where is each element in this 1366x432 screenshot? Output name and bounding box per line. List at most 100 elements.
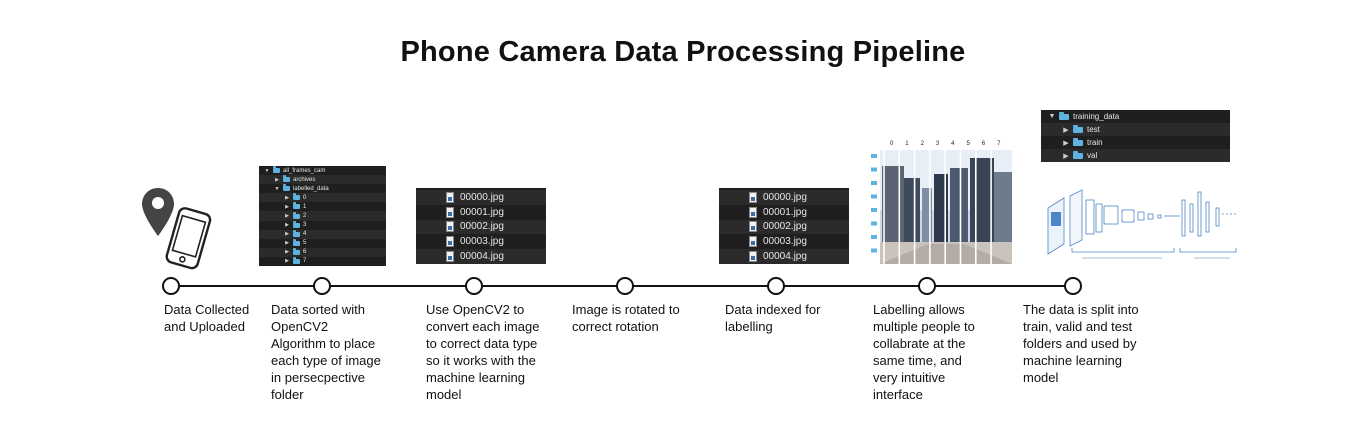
column-label: 5	[966, 141, 970, 147]
file-icon	[749, 191, 757, 203]
column-label: 3	[936, 141, 940, 147]
caption-line: train, valid and test	[1023, 319, 1133, 334]
location-pin-icon	[142, 188, 174, 236]
disclosure-triangle-icon[interactable]: ▶	[1063, 139, 1069, 147]
folder-row[interactable]: ▶ train	[1041, 136, 1230, 149]
folder-icon	[293, 256, 300, 264]
disclosure-triangle-icon[interactable]: ▶	[285, 222, 289, 229]
caption-line: collabrate at the	[873, 336, 966, 351]
caption-line: each type of image	[271, 353, 381, 368]
disclosure-triangle-icon[interactable]: ▶	[285, 258, 289, 265]
folder-row[interactable]: ▼all_frames_cam	[259, 166, 386, 175]
file-icon	[446, 206, 454, 218]
split-folder-tree-panel: ▼training_data▶test▶train▶val	[1041, 110, 1230, 162]
file-row[interactable]: 00001.jpg	[416, 205, 546, 220]
file-icon	[749, 206, 757, 218]
file-row[interactable]: 00004.jpg	[416, 249, 546, 264]
disclosure-triangle-icon[interactable]: ▶	[1063, 152, 1069, 160]
folder-icon	[293, 211, 300, 219]
timeline-node-3	[465, 277, 483, 295]
column-label: 2	[921, 141, 925, 147]
thumbnail-marker[interactable]	[871, 167, 877, 172]
disclosure-triangle-icon[interactable]: ▶	[285, 194, 289, 201]
caption-line: very intuitive	[873, 370, 946, 385]
caption-line: Image is rotated to	[572, 302, 680, 317]
folder-row[interactable]: ▶3	[259, 220, 386, 230]
file-label: 00001.jpg	[460, 206, 504, 218]
folder-label: labelled_data	[293, 185, 329, 192]
file-label: 00002.jpg	[763, 221, 807, 233]
folder-label: 3	[303, 222, 307, 229]
thumbnail-marker[interactable]	[871, 248, 877, 253]
caption-line: Data sorted with	[271, 302, 365, 317]
caption-line: labelling	[725, 319, 773, 334]
disclosure-triangle-icon[interactable]: ▶	[285, 231, 289, 238]
file-row[interactable]: 00004.jpg	[719, 249, 849, 264]
disclosure-triangle-icon[interactable]: ▼	[264, 167, 270, 174]
caption-line: OpenCV2	[271, 319, 329, 334]
folder-row[interactable]: ▶2	[259, 211, 386, 221]
disclosure-triangle-icon[interactable]: ▶	[275, 176, 279, 183]
disclosure-triangle-icon[interactable]: ▶	[285, 203, 289, 210]
thumbnail-marker[interactable]	[871, 154, 877, 158]
file-row[interactable]: 00000.jpg	[416, 190, 546, 205]
file-icon	[446, 191, 454, 203]
folder-row[interactable]: ▼ labelled_data	[259, 184, 386, 193]
caption-line: same time, and	[873, 353, 962, 368]
caption-line: Algorithm to place	[271, 336, 376, 351]
model-architecture-diagram	[1047, 189, 1237, 259]
disclosure-triangle-icon[interactable]: ▶	[285, 213, 289, 220]
folder-row[interactable]: ▶7	[259, 256, 386, 266]
smartphone-icon	[165, 207, 212, 270]
disclosure-triangle-icon[interactable]: ▶	[285, 240, 289, 247]
thumbnail-marker[interactable]	[871, 235, 877, 239]
folder-row[interactable]: ▶0	[259, 193, 386, 203]
folder-icon	[293, 238, 300, 246]
folder-label: archives	[293, 176, 316, 183]
file-row[interactable]: 00003.jpg	[719, 234, 849, 249]
file-label: 00002.jpg	[460, 221, 504, 233]
thumbnail-marker[interactable]	[871, 194, 877, 199]
folder-row[interactable]: ▼training_data	[1041, 110, 1230, 123]
file-label: 00001.jpg	[763, 206, 807, 218]
folder-label: 5	[303, 240, 307, 247]
folder-row[interactable]: ▶1	[259, 202, 386, 211]
file-label: 00004.jpg	[763, 251, 807, 263]
caption-line: model	[426, 387, 462, 402]
timeline-node-7	[1064, 277, 1082, 295]
caption-line: Data indexed for	[725, 302, 821, 317]
disclosure-triangle-icon[interactable]: ▶	[285, 249, 289, 256]
folder-row[interactable]: ▶6	[259, 247, 386, 257]
disclosure-triangle-icon[interactable]: ▶	[1063, 126, 1069, 134]
folder-label: train	[1087, 138, 1103, 147]
folder-row[interactable]: ▶5	[259, 238, 386, 248]
disclosure-triangle-icon[interactable]: ▼	[274, 185, 280, 192]
caption-line: multiple people to	[873, 319, 975, 334]
caption-line: The data is split into	[1023, 302, 1139, 317]
file-row[interactable]: 00000.jpg	[719, 190, 849, 205]
page-title: Phone Camera Data Processing Pipeline	[400, 36, 966, 68]
file-row[interactable]: 00001.jpg	[719, 205, 849, 220]
thumbnail-marker[interactable]	[871, 221, 877, 226]
caption-line: Labelling allows	[873, 302, 965, 317]
caption-line: and Uploaded	[164, 319, 245, 334]
file-icon	[446, 221, 454, 233]
thumbnail-marker[interactable]	[871, 208, 877, 212]
file-row[interactable]: 00002.jpg	[719, 219, 849, 235]
caption-line: model	[1023, 370, 1059, 385]
file-row[interactable]: 00003.jpg	[416, 234, 546, 249]
caption-line: convert each image	[426, 319, 540, 334]
folder-row[interactable]: ▶4	[259, 229, 386, 239]
step-6-caption: Labelling allows multiple people to collab…	[873, 301, 975, 403]
file-row[interactable]: 00002.jpg	[416, 219, 546, 235]
folder-row[interactable]: ▶ archives	[259, 175, 386, 185]
thumbnail-marker[interactable]	[871, 181, 877, 185]
file-label: 00000.jpg	[763, 191, 807, 203]
disclosure-triangle-icon[interactable]: ▼	[1048, 113, 1056, 120]
folder-row[interactable]: ▶test	[1041, 123, 1230, 136]
folder-row[interactable]: ▶ val	[1041, 149, 1230, 162]
folder-label: val	[1087, 151, 1098, 160]
step-5-caption: Data indexed for labelling	[725, 301, 820, 335]
